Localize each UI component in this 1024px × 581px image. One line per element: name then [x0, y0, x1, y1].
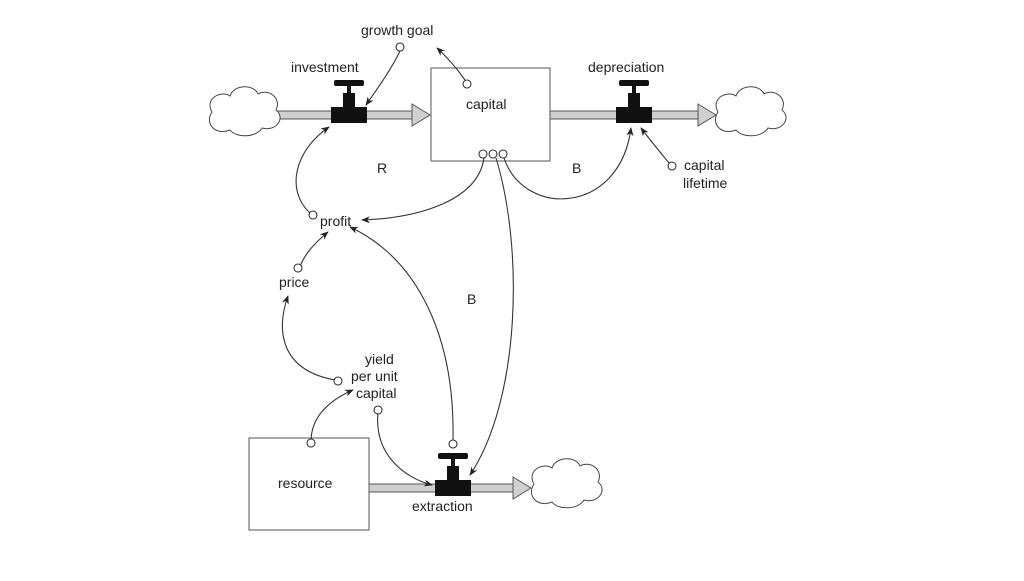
link-extraction-to-profit [349, 226, 454, 441]
yield-label-2: per unit [351, 368, 398, 384]
growth-goal-dot [395, 42, 405, 52]
capital-lifetime-label-2: lifetime [683, 175, 728, 191]
link-growth-goal-to-investment [365, 50, 401, 106]
link-yield-to-extraction [377, 412, 433, 487]
capital-stock-box [430, 67, 551, 162]
resource-dot [306, 438, 316, 448]
yield-label-3: capital [356, 385, 396, 401]
price-dot [293, 263, 303, 273]
capital-out-dot-1 [478, 149, 488, 159]
depreciation-valve-icon [616, 80, 652, 123]
profit-dot [308, 210, 318, 220]
price-label: price [279, 274, 310, 290]
profit-label: profit [320, 213, 351, 229]
capital-out-dot-2 [488, 149, 498, 159]
capital-out-dot-3 [498, 149, 508, 159]
link-profit-to-investment [295, 126, 330, 214]
resource-stock-box [248, 437, 370, 531]
depreciation-label: depreciation [588, 59, 664, 75]
link-yield-to-price [281, 295, 336, 381]
yield-dot-left [333, 376, 343, 386]
resource-label: resource [278, 475, 333, 491]
extraction-label: extraction [412, 498, 473, 514]
link-capital-to-growth-goal [436, 47, 466, 81]
link-capital-to-profit [361, 157, 485, 224]
capital-growth-dot [462, 79, 472, 89]
investment-valve-icon [331, 80, 367, 123]
loop-r-label: R [377, 160, 387, 176]
capital-lifetime-dot [667, 161, 677, 171]
link-capital-lifetime-to-depreciation [640, 127, 670, 164]
extraction-sink-cloud [530, 458, 603, 509]
capital-lifetime-label-1: capital [684, 157, 724, 173]
link-capital-to-extraction [469, 157, 514, 476]
yield-label-1: yield [365, 351, 394, 367]
loop-b-extraction-label: B [467, 291, 476, 307]
link-resource-to-yield [310, 389, 354, 441]
investment-label: investment [291, 59, 359, 75]
yield-dot-bottom [373, 405, 383, 415]
extraction-dot [448, 439, 458, 449]
depreciation-sink-cloud [714, 86, 787, 137]
extraction-valve-icon [435, 453, 471, 496]
link-capital-to-depreciation [503, 127, 634, 200]
loop-b-depreciation-label: B [572, 160, 581, 176]
link-price-to-profit [299, 231, 329, 267]
capital-label: capital [466, 96, 506, 112]
investment-source-cloud [208, 86, 281, 137]
growth-goal-label: growth goal [361, 22, 433, 38]
